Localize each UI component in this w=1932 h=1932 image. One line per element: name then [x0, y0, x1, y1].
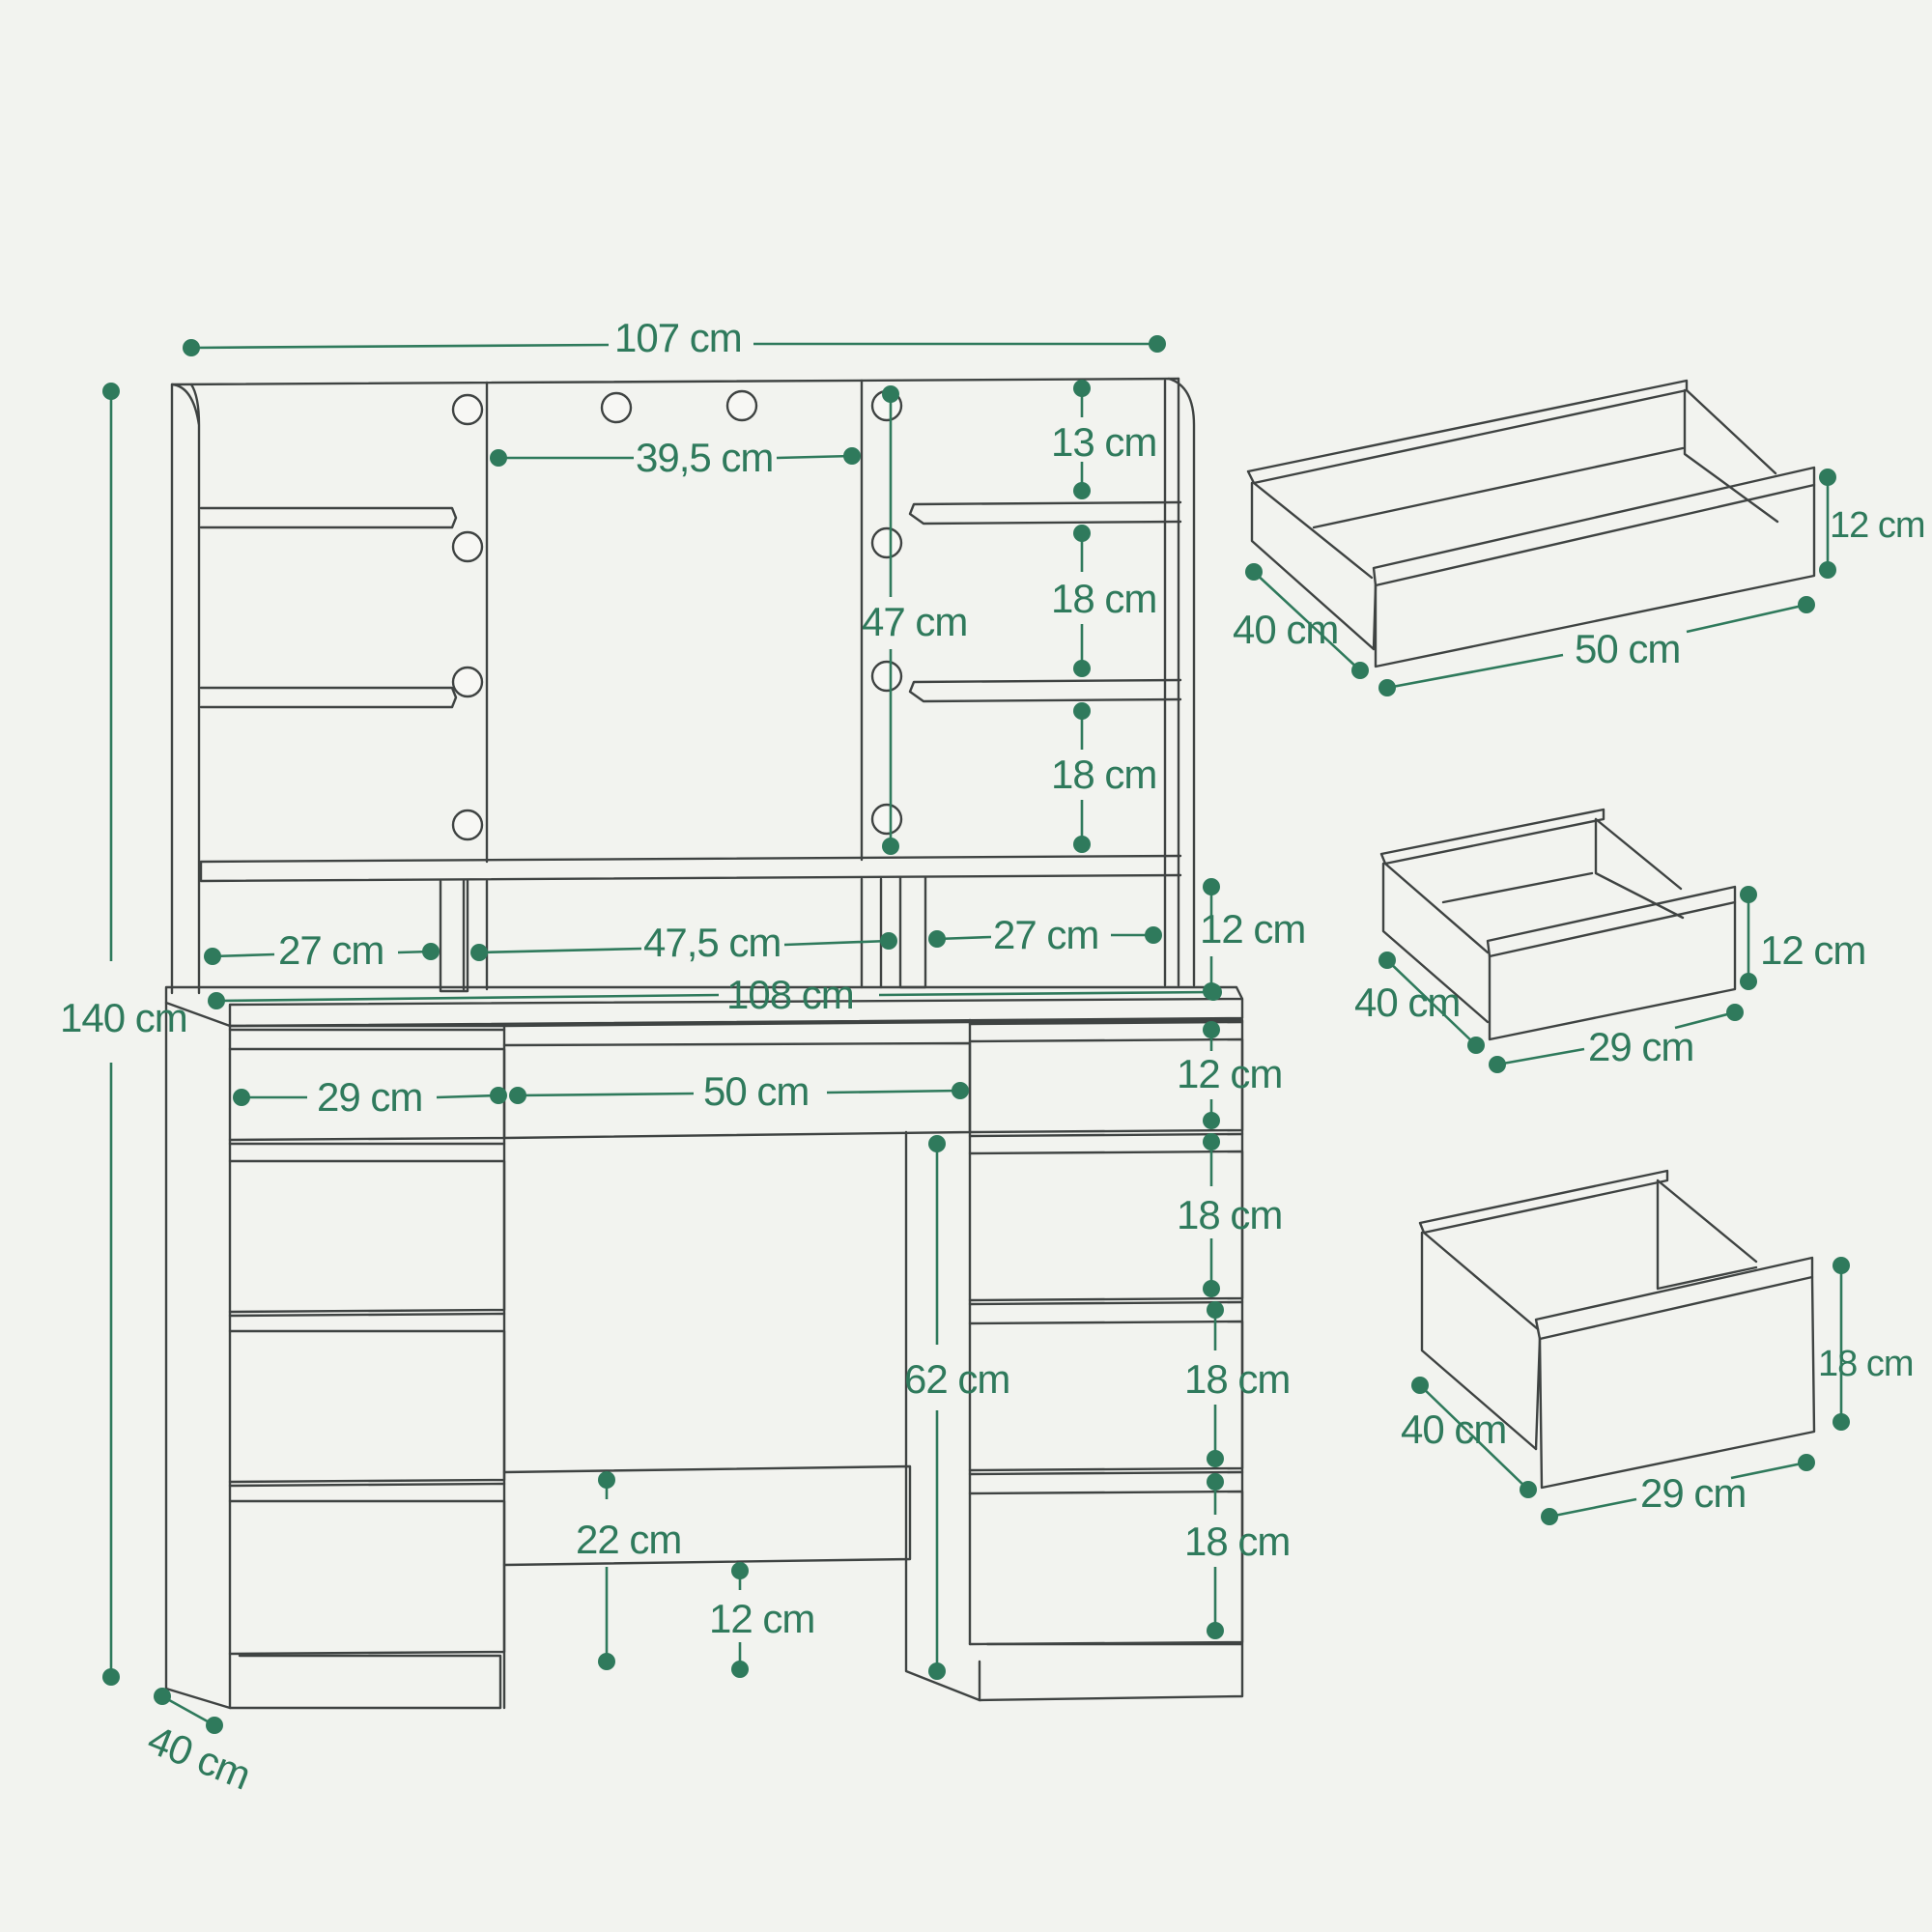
bulb-icon [600, 391, 633, 424]
hutch [170, 377, 1196, 995]
drawer-deep: 18 cm 40 cm 29 cm [1401, 1169, 1914, 1525]
drawer-deep-width-label: 29 cm [1640, 1470, 1746, 1516]
knee-space [904, 1130, 981, 1702]
shelf-top-gap-label: 13 cm [1051, 419, 1156, 465]
dimension-labels: 107 cm 140 cm 40 cm 39,5 cm 47 cm 13 cm … [60, 315, 1306, 1799]
drawer-small-depth-label: 40 cm [1354, 980, 1460, 1025]
drawer-height-2-label: 18 cm [1184, 1356, 1290, 1402]
right-shelf-1 [908, 500, 1182, 526]
mirror-divider-left [462, 879, 489, 991]
footrest [502, 1464, 912, 1567]
footrest-height-label: 22 cm [576, 1517, 681, 1562]
right-shelf-2 [908, 678, 1182, 703]
bulb-icon [451, 666, 484, 698]
divider-left [439, 879, 469, 993]
left-pedestal [228, 1024, 506, 1710]
left-shelf-2 [199, 686, 458, 709]
footrest-depth-label: 12 cm [709, 1596, 814, 1641]
drawer-height-1-label: 18 cm [1177, 1192, 1282, 1237]
center-compartment-label: 47,5 cm [643, 920, 781, 965]
mirror-height-label: 47 cm [862, 599, 967, 644]
drawer-deep-height-label: 18 cm [1818, 1344, 1913, 1384]
drawer-large-depth-label: 40 cm [1233, 607, 1338, 652]
hutch-right-side [1163, 377, 1196, 987]
drawer-small-height-label: 12 cm [1760, 927, 1865, 973]
desk [164, 985, 1244, 1710]
left-shelf-1 [199, 506, 458, 529]
mirror-width-label: 39,5 cm [636, 435, 773, 480]
left-drawer-3 [228, 1312, 506, 1484]
drawer-large: 12 cm 40 cm 50 cm [1233, 379, 1925, 696]
mirror-divider-right [860, 877, 883, 989]
right-drawer-3 [968, 1300, 1244, 1472]
bulb-icon [451, 809, 484, 841]
drawer-deep-depth-label: 40 cm [1401, 1406, 1506, 1452]
top-drawer-height-label: 12 cm [1177, 1051, 1282, 1096]
left-drawer-4 [228, 1482, 506, 1656]
bottom-shelf-height-label: 12 cm [1200, 906, 1305, 952]
bulb-icon [870, 803, 903, 836]
desk-left-side [164, 1001, 232, 1710]
overall-depth-label: 40 cm [142, 1717, 257, 1799]
left-drawer-2 [228, 1142, 506, 1314]
bulb-icon [451, 530, 484, 563]
center-drawer-width-label: 50 cm [703, 1068, 809, 1114]
overall-width-label: 107 cm [614, 315, 742, 360]
dimension-lines [102, 335, 1224, 1734]
shelf-gap-1-label: 18 cm [1051, 576, 1156, 621]
left-drawer-width-label: 29 cm [317, 1074, 422, 1120]
knee-height-label: 62 cm [904, 1356, 1009, 1402]
drawer-large-height-label: 12 cm [1830, 505, 1924, 546]
hutch-top [170, 377, 1180, 386]
right-drawer-4 [968, 1470, 1244, 1646]
divider-right [898, 875, 927, 989]
right-compartment-label: 27 cm [993, 912, 1098, 957]
drawer-small-width-label: 29 cm [1588, 1024, 1693, 1069]
right-drawer-1 [968, 1020, 1244, 1134]
bulb-icon [451, 393, 484, 426]
shelf-gap-2-label: 18 cm [1051, 752, 1156, 797]
bulb-icon [725, 389, 758, 422]
bulb-icon [870, 526, 903, 559]
desk-width-label: 108 cm [726, 972, 854, 1017]
hutch-left-side [170, 383, 201, 995]
drawer-height-3-label: 18 cm [1184, 1519, 1290, 1564]
left-compartment-label: 27 cm [278, 927, 384, 973]
drawer-large-width-label: 50 cm [1575, 626, 1680, 671]
drawer-small: 12 cm 40 cm 29 cm [1354, 808, 1866, 1073]
overall-height-label: 140 cm [60, 995, 187, 1040]
right-drawer-2 [968, 1132, 1244, 1302]
bulb-icon [870, 660, 903, 693]
hutch-bottom-shelf [199, 854, 1182, 883]
